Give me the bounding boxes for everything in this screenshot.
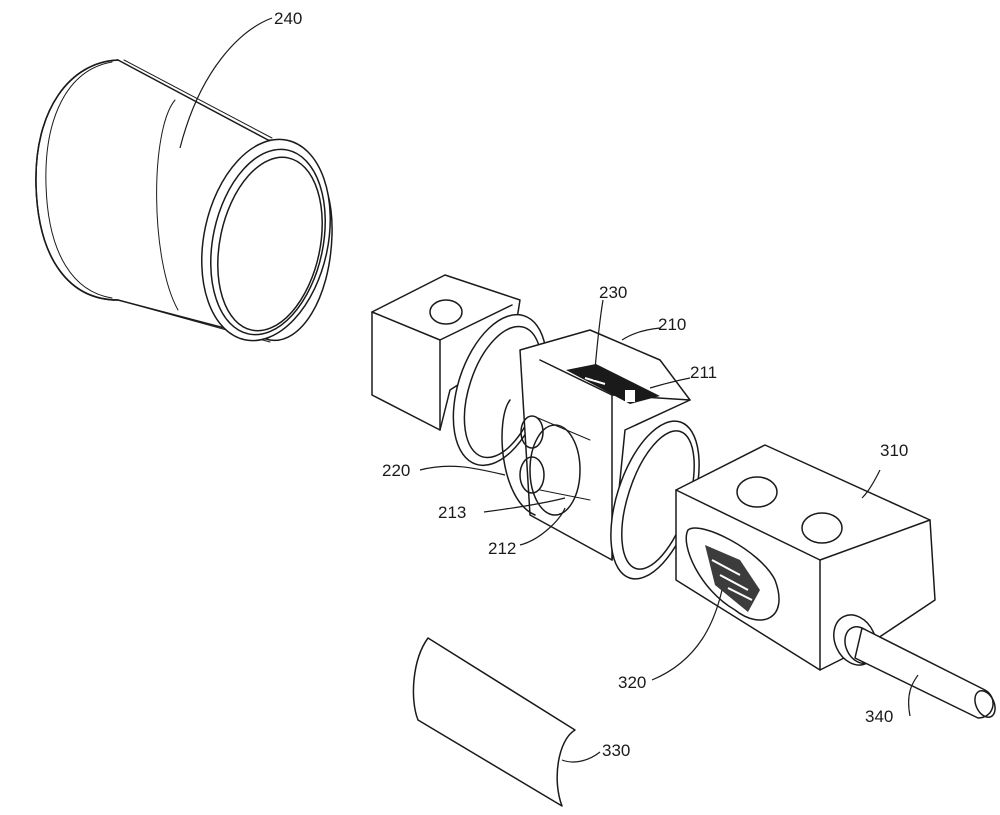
label-310: 310 xyxy=(880,441,908,460)
reference-labels: 240 230 210 211 220 213 212 310 320 340 … xyxy=(274,9,908,760)
label-230: 230 xyxy=(599,283,627,302)
cable-340 xyxy=(854,627,996,719)
label-210: 210 xyxy=(658,315,686,334)
label-213: 213 xyxy=(438,503,466,522)
label-340: 340 xyxy=(865,707,893,726)
right-block-310 xyxy=(675,444,936,671)
load-cell-body-210 xyxy=(371,274,700,580)
sleeve-240 xyxy=(35,59,333,343)
label-220: 220 xyxy=(382,461,410,480)
label-212: 212 xyxy=(488,539,516,558)
label-240: 240 xyxy=(274,9,302,28)
leader-lines xyxy=(179,17,919,763)
label-211: 211 xyxy=(690,363,717,382)
cover-sheet-330 xyxy=(412,637,576,807)
label-330: 330 xyxy=(602,741,630,760)
label-320: 320 xyxy=(618,673,646,692)
